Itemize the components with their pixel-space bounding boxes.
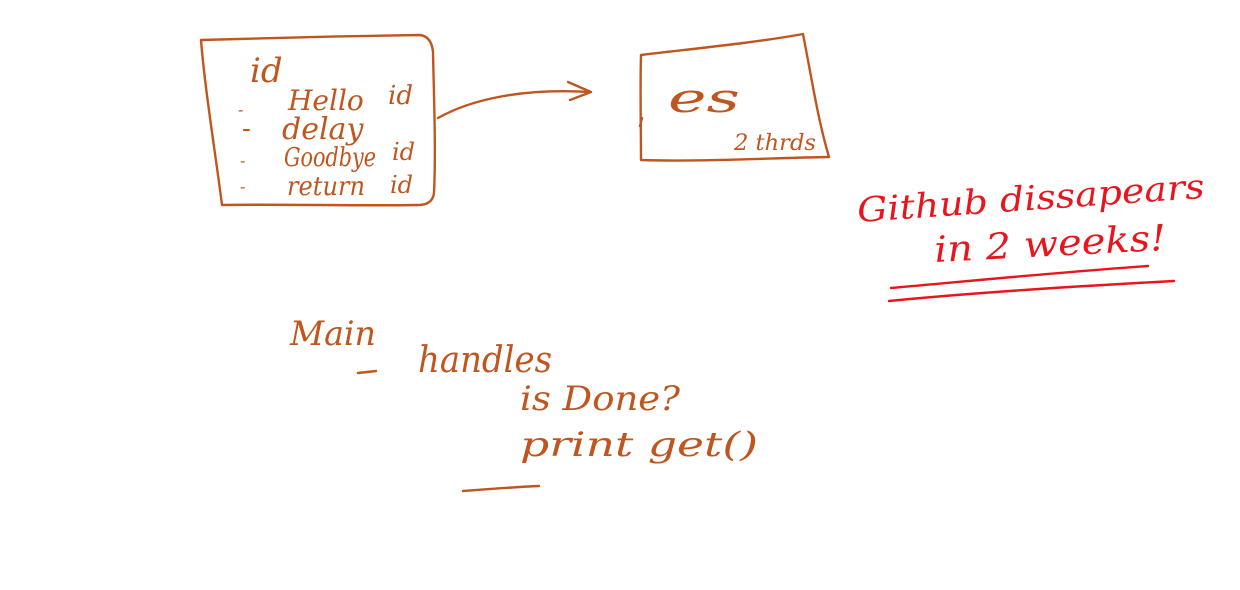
main-title: Main [289, 314, 376, 354]
main-item-bullet [356, 369, 378, 375]
arrow-shaft [436, 90, 592, 120]
left-box-row-3-text: Goodbye [284, 143, 376, 173]
main-block: Main handles is Done? print get() [289, 314, 758, 493]
note-line-2: in 2 weeks! [933, 218, 1167, 271]
left-box-row-1-text: Hello [287, 84, 364, 117]
github-note: Github dissapears in 2 weeks! [856, 167, 1206, 303]
left-box-row-4-suffix: id [390, 171, 413, 199]
main-line-2: print get() [520, 425, 758, 465]
left-box-row-1-suffix: id [388, 81, 413, 111]
main-bottom-line [461, 484, 541, 493]
right-box-outline [639, 32, 831, 162]
left-box: id - Hello id - delay - Goodbye id - ret… [199, 33, 437, 207]
left-box-row-2-bullet: - [242, 114, 251, 144]
right-box: es 2 thrds [638, 32, 831, 162]
left-box-outline [199, 33, 437, 207]
note-underline-1 [889, 264, 1150, 290]
arrow-head-icon [566, 80, 593, 102]
main-line-1: is Done? [520, 379, 681, 419]
left-box-row-4-text: return [287, 172, 365, 202]
left-box-row-3-suffix: id [392, 138, 415, 166]
left-box-row-2-text: delay [282, 112, 364, 147]
left-box-row-4-bullet: - [240, 177, 245, 196]
main-item: handles [418, 340, 552, 381]
left-box-row-3-bullet: - [240, 151, 245, 170]
note-underline-2 [887, 279, 1176, 303]
left-box-header: id [250, 51, 283, 91]
arrow-left-to-right [436, 80, 593, 120]
right-box-text: es [668, 76, 740, 122]
right-box-subscript: 2 thrds [733, 131, 816, 156]
left-box-row-1-bullet: - [238, 100, 243, 119]
